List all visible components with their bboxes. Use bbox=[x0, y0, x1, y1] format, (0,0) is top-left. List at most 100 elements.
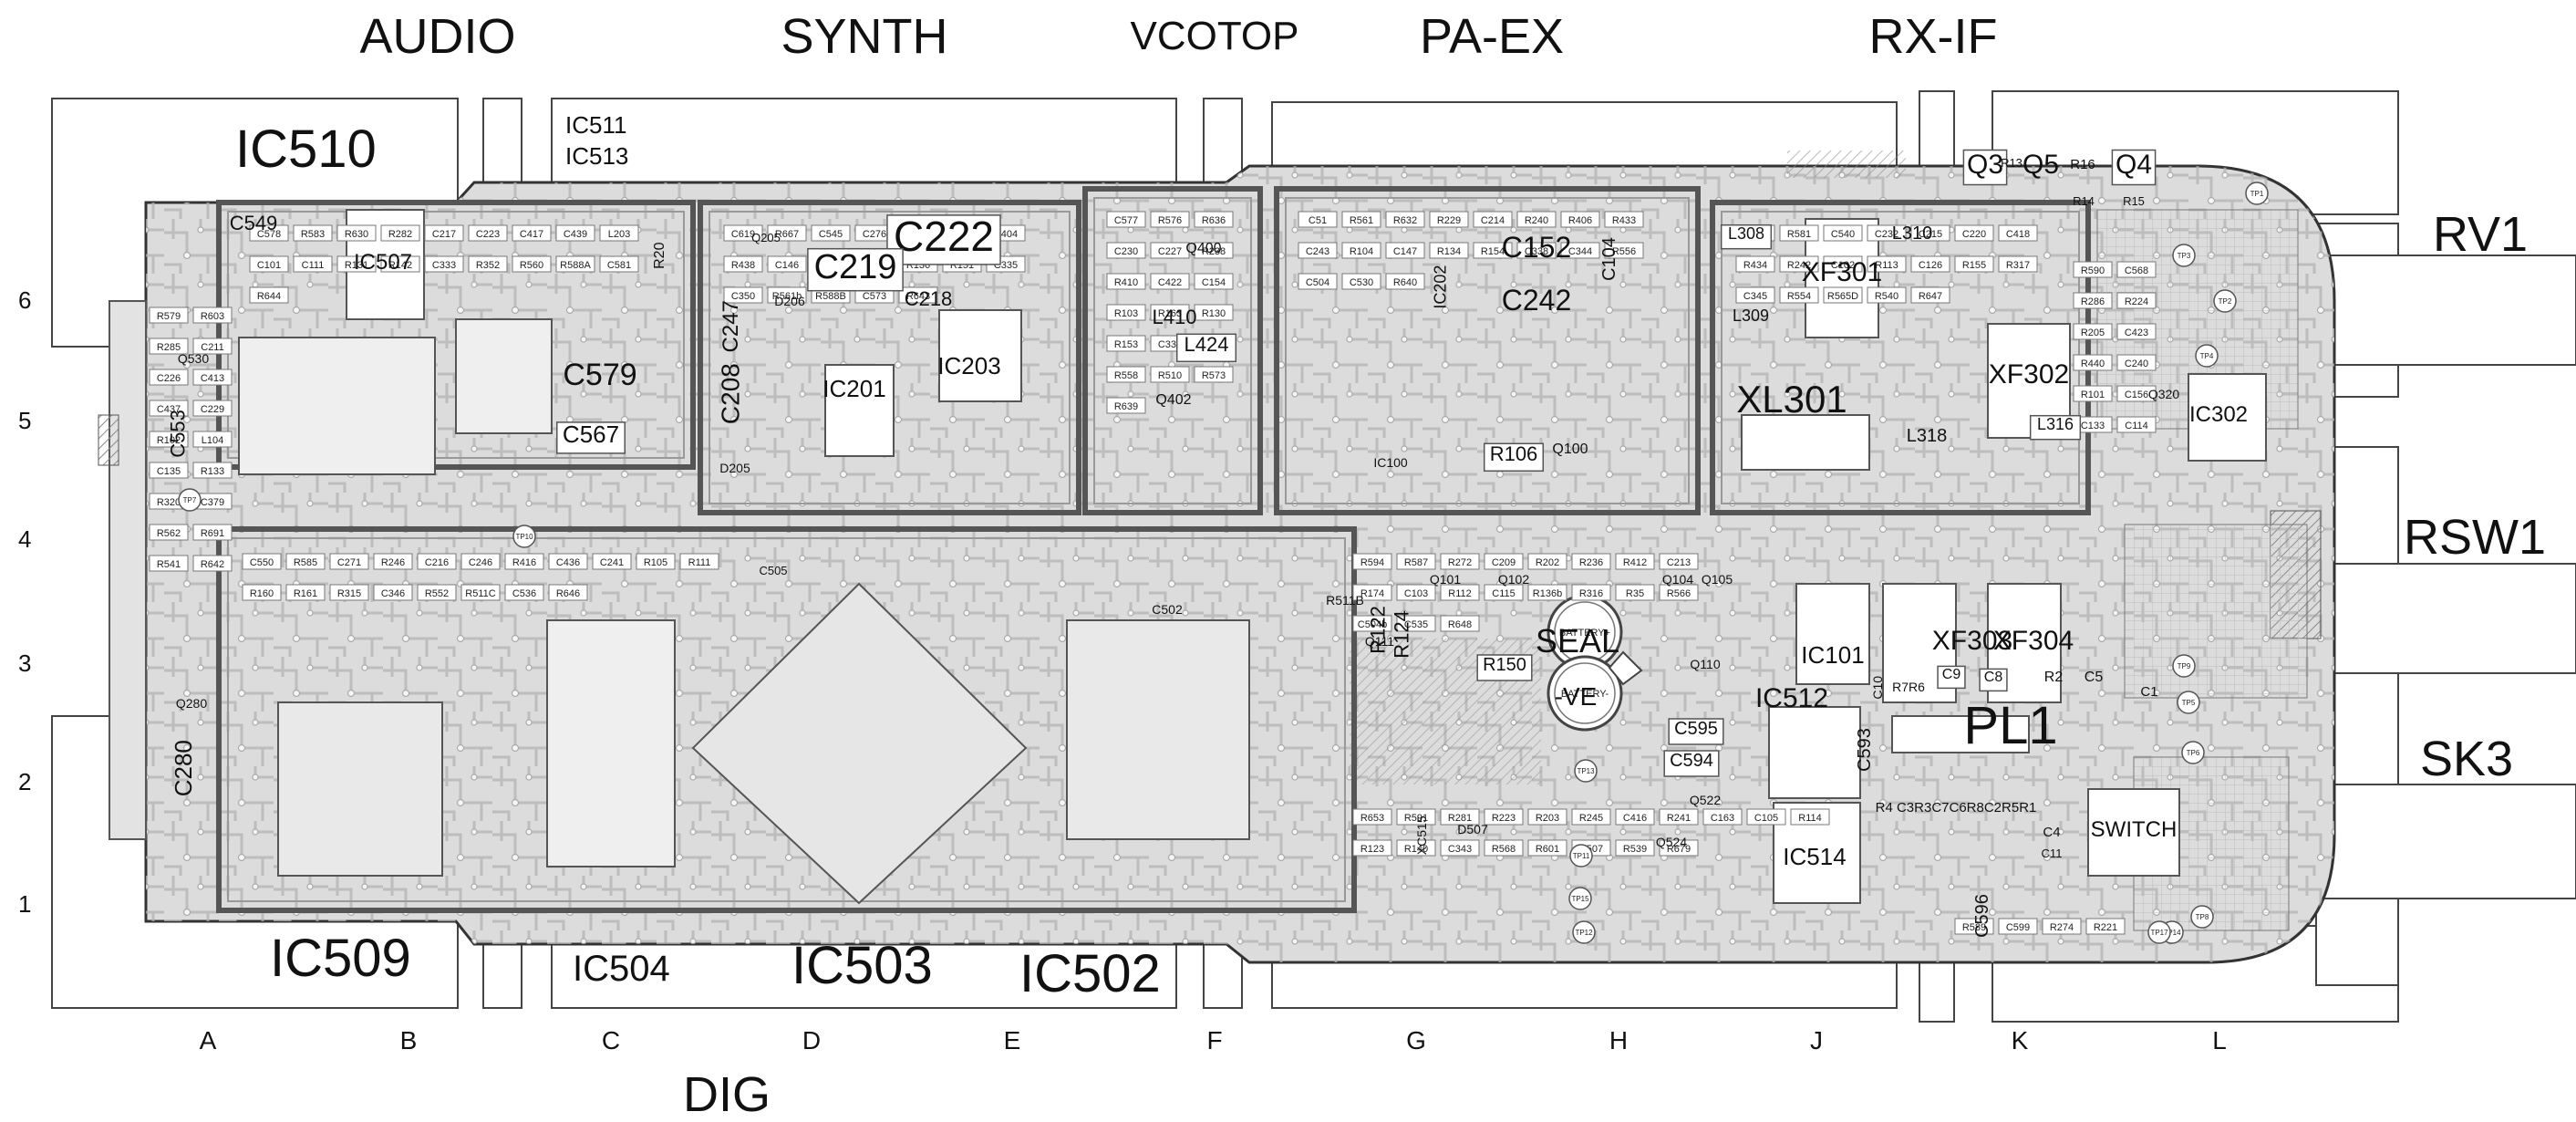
small-component-c146: C146 bbox=[767, 255, 807, 273]
component-q320: Q320 bbox=[2148, 387, 2179, 401]
component-ic507: IC507 bbox=[354, 250, 412, 275]
component-label: C222 bbox=[894, 213, 994, 260]
outer-ic-labels: IC510 IC511 IC513 IC509 IC504 IC503 IC50… bbox=[235, 111, 1161, 1003]
small-component-label: R558 bbox=[1114, 370, 1138, 381]
component-q104: Q104 bbox=[1662, 572, 1693, 587]
small-component-r133: R133 bbox=[192, 462, 233, 479]
small-component-label: R510 bbox=[1158, 370, 1182, 381]
small-component-c154: C154 bbox=[1194, 273, 1234, 290]
small-component-label: C619 bbox=[731, 229, 755, 240]
battery-minus-label: BATTERY- bbox=[1561, 689, 1609, 700]
small-component-r223: R223 bbox=[1484, 808, 1524, 826]
col-d: D bbox=[802, 1026, 821, 1054]
small-component-label: R205 bbox=[2081, 327, 2105, 338]
small-component-label: R434 bbox=[1743, 260, 1767, 271]
small-component-label: C540 bbox=[1831, 229, 1855, 240]
small-component-label: R155 bbox=[1962, 260, 1986, 271]
small-component-label: C216 bbox=[425, 557, 449, 568]
label-ic510: IC510 bbox=[235, 119, 377, 179]
small-component-r320: R320 bbox=[149, 493, 189, 510]
small-component-label: C343 bbox=[1448, 844, 1472, 855]
component-c553: C553 bbox=[167, 410, 190, 458]
component-label: C242 bbox=[1502, 284, 1572, 317]
component-c152: C152 bbox=[1502, 231, 1572, 264]
section-vcotop: VCOTOP bbox=[1130, 14, 1298, 58]
small-component-label: R554 bbox=[1787, 291, 1811, 302]
small-component-label: R238 bbox=[1202, 246, 1226, 257]
component-d507: D507 bbox=[1457, 822, 1488, 836]
small-component-label: C336 bbox=[1158, 339, 1182, 350]
component-xl301: XL301 bbox=[1736, 378, 1847, 421]
small-component-label: C156 bbox=[2125, 390, 2148, 400]
row-4: 4 bbox=[18, 525, 31, 553]
small-component-label: C215 bbox=[1919, 229, 1942, 240]
small-component-r653: R653 bbox=[1352, 808, 1392, 826]
component-q400: Q400 bbox=[1185, 241, 1221, 256]
small-component-label: C232 bbox=[1875, 229, 1898, 240]
test-point-label: TP6 bbox=[2187, 749, 2200, 757]
small-component-label: C154 bbox=[1202, 277, 1226, 288]
small-component-c568: C568 bbox=[2116, 261, 2157, 278]
small-component-r554: R554 bbox=[1779, 286, 1819, 304]
component-label: C280 bbox=[170, 740, 197, 796]
component-l318: L318 bbox=[1907, 426, 1948, 446]
small-component-r134: R134 bbox=[1429, 242, 1469, 259]
test-point-tp11: TP11 bbox=[1569, 844, 1593, 867]
small-component-r105: R105 bbox=[636, 553, 676, 570]
small-component-r647: R647 bbox=[1910, 286, 1950, 304]
small-component-label: R691 bbox=[201, 528, 224, 539]
component-q105: Q105 bbox=[1702, 572, 1733, 587]
section-dig: DIG bbox=[683, 1067, 771, 1122]
small-component-label: R603 bbox=[201, 311, 224, 322]
component-label: Q205 bbox=[751, 231, 781, 244]
component-c502: C502 bbox=[1152, 602, 1183, 617]
section-pa-ex: PA-EX bbox=[1420, 9, 1564, 64]
small-component-c581: C581 bbox=[599, 255, 639, 273]
component-label: Q402 bbox=[1155, 392, 1191, 408]
small-component-label: R202 bbox=[1536, 557, 1559, 568]
section-audio: AUDIO bbox=[359, 9, 515, 64]
small-component-label: R416 bbox=[512, 557, 536, 568]
small-component-label: R591 bbox=[1404, 813, 1428, 824]
label-ic504: IC504 bbox=[573, 949, 670, 989]
small-component-c436: C436 bbox=[548, 553, 588, 570]
col-g: G bbox=[1406, 1026, 1426, 1054]
small-component-r114: R114 bbox=[1790, 808, 1830, 826]
component-ic202: IC202 bbox=[1431, 265, 1449, 309]
small-component-r315: R315 bbox=[329, 584, 369, 601]
component-label: C104 bbox=[1599, 237, 1619, 281]
component-q522: Q522 bbox=[1690, 793, 1721, 807]
component-q402: Q402 bbox=[1155, 392, 1191, 408]
component-l316: L316 bbox=[2029, 414, 2082, 441]
small-component-r35: R35 bbox=[1615, 584, 1655, 601]
small-component-label: C599 bbox=[2006, 922, 2030, 933]
small-component-r566: R566 bbox=[1659, 584, 1699, 601]
small-component-r123: R123 bbox=[1352, 839, 1392, 857]
component-label: R13 bbox=[2001, 156, 2023, 170]
test-point-tp15: TP15 bbox=[1568, 887, 1592, 910]
component-q205: Q205 bbox=[751, 231, 781, 244]
component-l308: L308 bbox=[1720, 223, 1773, 250]
component-c595: C595 bbox=[1668, 718, 1724, 745]
small-component-c227: C227 bbox=[1150, 242, 1190, 259]
small-component-group: C578C619C577C51C575C550R594R653R589R590R… bbox=[149, 211, 2157, 935]
component-label: Q5 bbox=[2023, 150, 2059, 180]
small-component-r163: R163 bbox=[1150, 304, 1190, 321]
small-component-label: R104 bbox=[1350, 246, 1373, 257]
small-component-label: C241 bbox=[600, 557, 624, 568]
component-l410: L410 bbox=[1153, 306, 1197, 328]
row-1: 1 bbox=[18, 890, 31, 918]
small-component-r406: R406 bbox=[1560, 211, 1600, 228]
small-component-r630: R630 bbox=[336, 224, 377, 242]
small-component-label: C333 bbox=[432, 260, 456, 271]
component-q4: Q4 bbox=[2111, 149, 2157, 186]
small-component-label: C226 bbox=[157, 373, 181, 384]
small-component-r540: R540 bbox=[1867, 286, 1907, 304]
col-f: F bbox=[1206, 1026, 1222, 1054]
small-component-label: R282 bbox=[388, 229, 412, 240]
component-c280: C280 bbox=[170, 740, 197, 796]
small-component-c418: C418 bbox=[1998, 224, 2038, 242]
small-component-label: R601 bbox=[1536, 844, 1559, 855]
small-component-r576: R576 bbox=[1150, 211, 1190, 228]
test-point-label: TP15 bbox=[1571, 895, 1589, 903]
